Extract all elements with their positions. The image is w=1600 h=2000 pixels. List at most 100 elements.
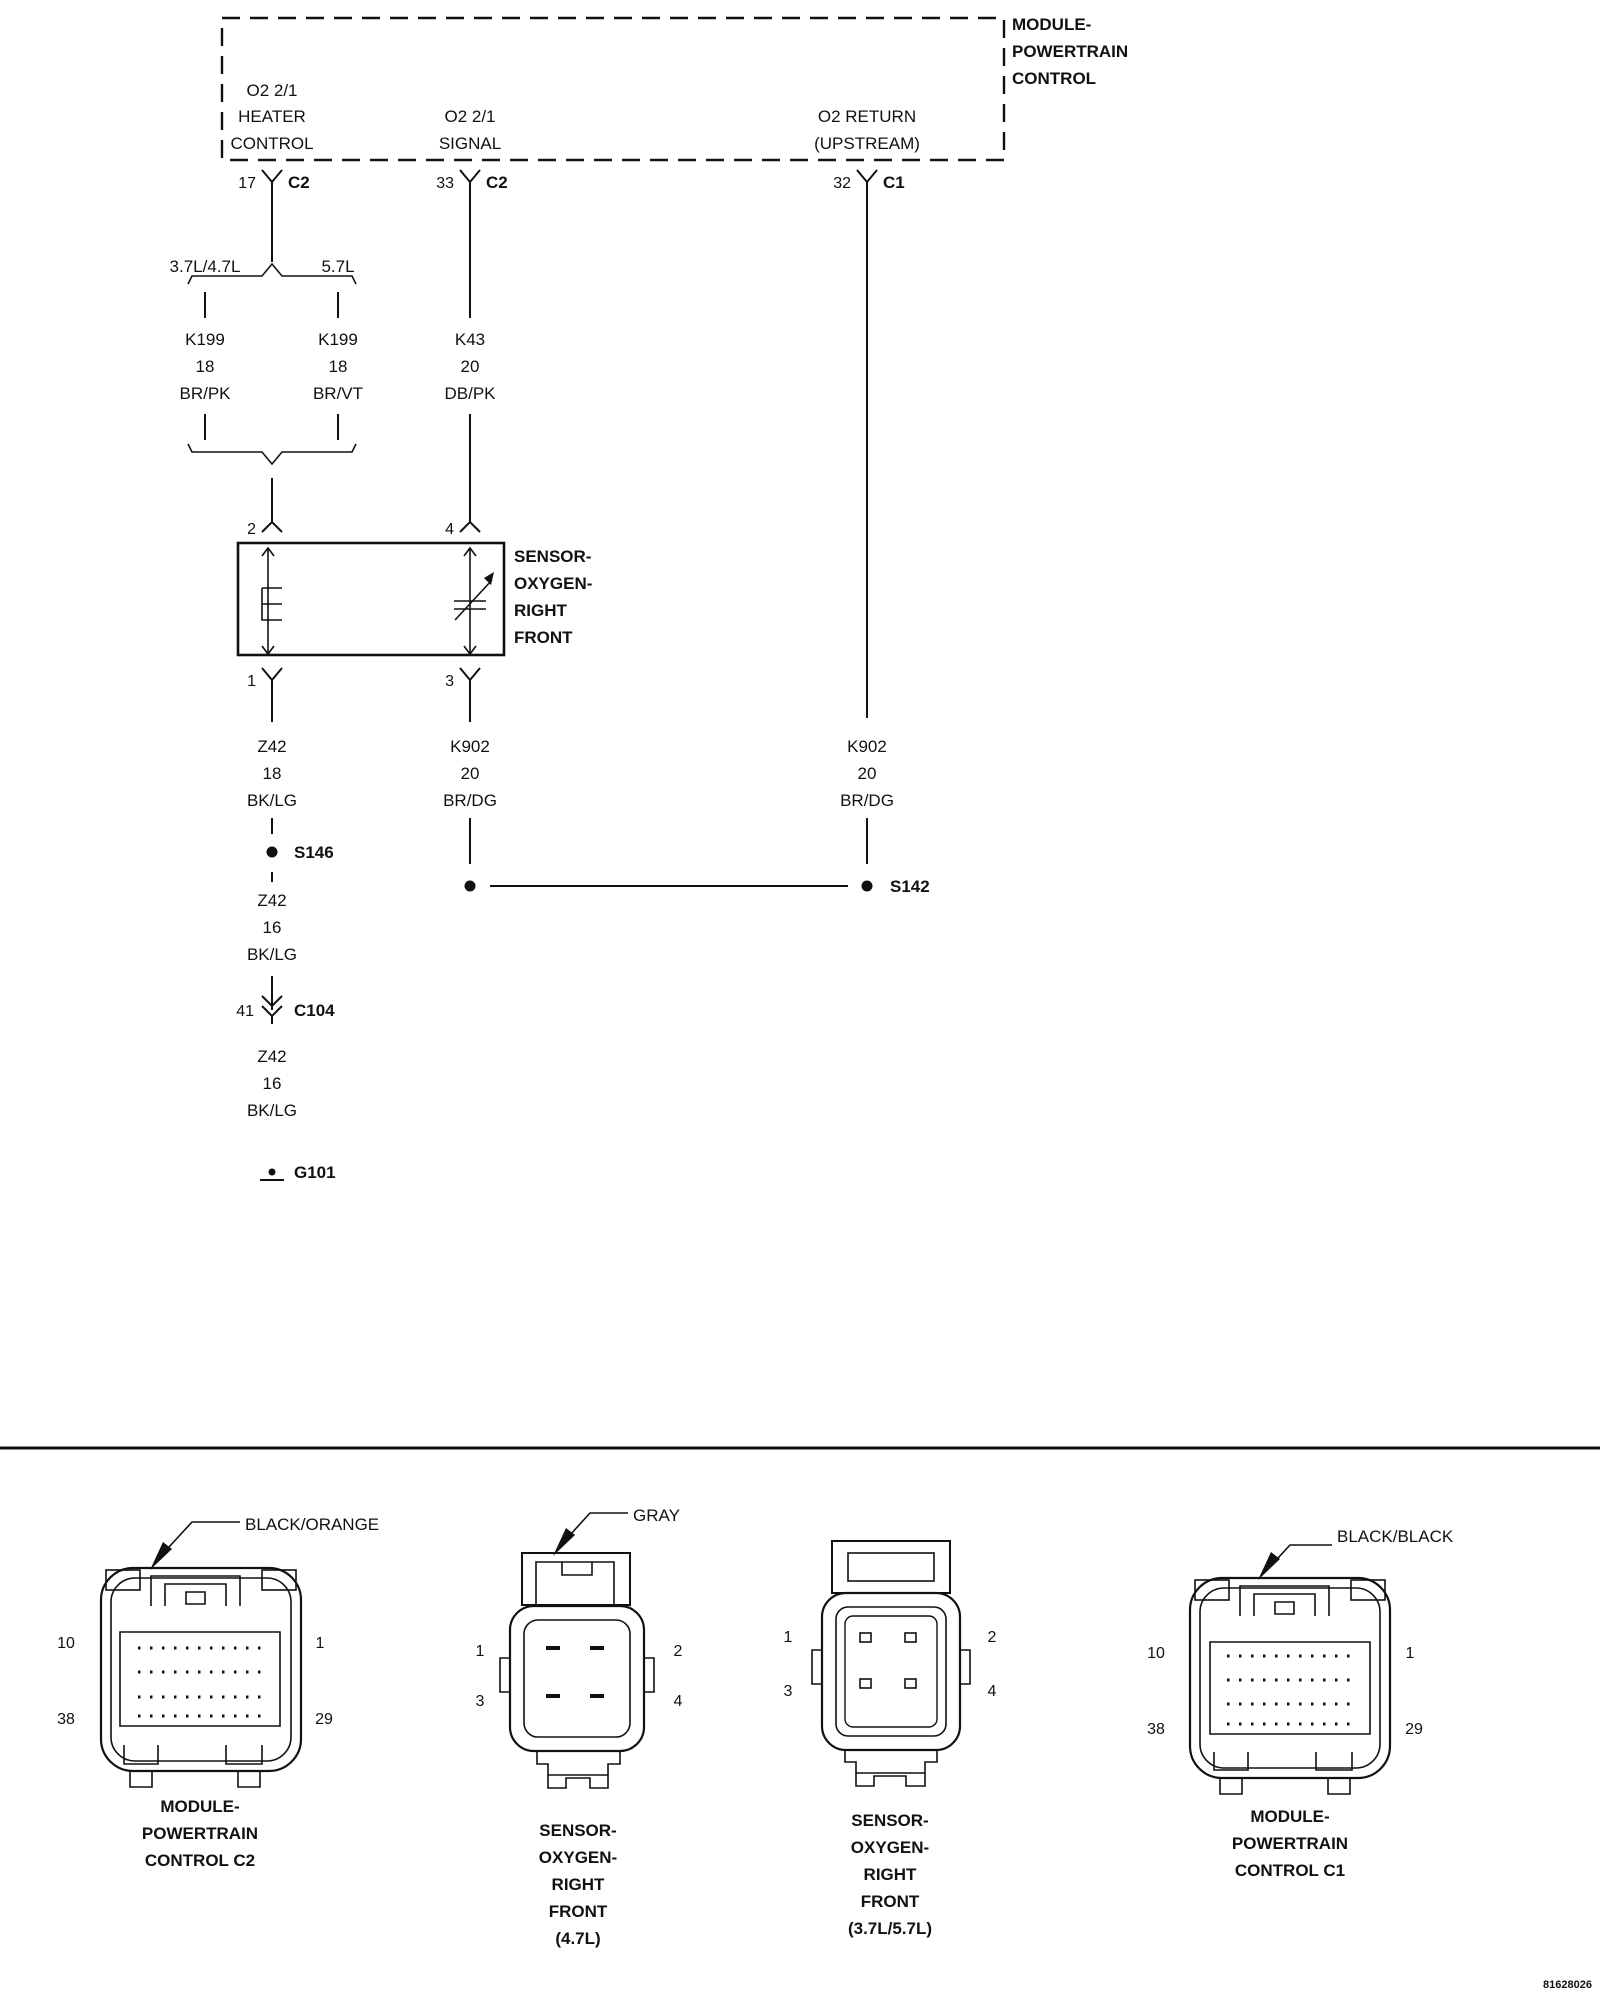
wire-label-z42-18: Z42 18 BK/LG bbox=[247, 737, 297, 810]
connector-name-3: CONTROL C2 bbox=[145, 1851, 255, 1870]
pin-label: 4 bbox=[674, 1693, 683, 1710]
pin-number: 2 bbox=[247, 521, 256, 538]
color: BR/PK bbox=[179, 384, 231, 403]
connector-name-1: MODULE- bbox=[160, 1797, 239, 1816]
splice-s146: S146 bbox=[266, 843, 334, 862]
pcm-pin-33: 33 C2 bbox=[436, 169, 508, 318]
pin-label: 1 bbox=[316, 1635, 325, 1652]
connector-name-4: FRONT bbox=[861, 1892, 920, 1911]
sensor-label-1: SENSOR- bbox=[514, 547, 591, 566]
pin-label: 3 bbox=[476, 1693, 485, 1710]
pin-label: 1 bbox=[476, 1643, 485, 1660]
sensor-label-3: RIGHT bbox=[514, 601, 568, 620]
module-title-line2: POWERTRAIN bbox=[1012, 42, 1128, 61]
gauge: 16 bbox=[263, 1074, 282, 1093]
pin-label: 2 bbox=[988, 1629, 997, 1646]
connector-name-1: MODULE- bbox=[1250, 1807, 1329, 1826]
pin-label: 1 bbox=[784, 1629, 793, 1646]
gauge: 20 bbox=[858, 764, 877, 783]
wire-label-z42-16-b: Z42 16 BK/LG bbox=[247, 1047, 297, 1120]
pin-label: 1 bbox=[1406, 1645, 1415, 1662]
oxygen-sensor-right-front: 2 4 SENSOR- OXYGEN- RIGHT FRONT 1 bbox=[236, 520, 592, 722]
variable-resistor-icon bbox=[454, 546, 494, 656]
connector-name-5: (4.7L) bbox=[555, 1929, 600, 1948]
module-powertrain-control: MODULE- POWERTRAIN CONTROL O2 2/1 HEATER… bbox=[220, 15, 1128, 162]
variant-split-top: 3.7L/4.7L 5.7L bbox=[170, 257, 357, 318]
pin-label: 38 bbox=[1147, 1721, 1165, 1738]
pcm-pin-32: 32 C1 bbox=[833, 169, 905, 718]
splice-label: S142 bbox=[890, 877, 930, 896]
circuit: Z42 bbox=[257, 1047, 286, 1066]
wire-label-k199-right: K199 18 BR/VT bbox=[313, 330, 363, 403]
connector-name-3: RIGHT bbox=[552, 1875, 606, 1894]
signal-label-1: O2 2/1 bbox=[444, 107, 495, 126]
circuit: Z42 bbox=[257, 891, 286, 910]
ground-label: G101 bbox=[294, 1163, 336, 1182]
ground-g101: G101 bbox=[260, 1163, 336, 1182]
pin-label: 10 bbox=[57, 1635, 75, 1652]
circuit: K902 bbox=[450, 737, 490, 756]
pin-grid-icon bbox=[1227, 1654, 1357, 1726]
return-label-2: (UPSTREAM) bbox=[814, 134, 920, 153]
circuit: Z42 bbox=[257, 737, 286, 756]
pin-label: 38 bbox=[57, 1711, 75, 1728]
connector-color-label: BLACK/ORANGE bbox=[245, 1515, 379, 1534]
gauge: 18 bbox=[329, 357, 348, 376]
color: BR/DG bbox=[443, 791, 497, 810]
sensor-pin-4: 4 bbox=[445, 520, 481, 538]
pin-number: 3 bbox=[445, 673, 454, 690]
connector-name-5: (3.7L/5.7L) bbox=[848, 1919, 932, 1938]
sensor-label-2: OXYGEN- bbox=[514, 574, 592, 593]
return-label-1: O2 RETURN bbox=[818, 107, 916, 126]
variant-left-label: 3.7L/4.7L bbox=[170, 257, 241, 276]
color: BK/LG bbox=[247, 791, 297, 810]
connector-name-1: SENSOR- bbox=[539, 1821, 616, 1840]
connector-color-label: GRAY bbox=[633, 1506, 680, 1525]
sensor-body bbox=[236, 541, 506, 657]
connector-view-o2-sensor-3-7l-5-7l: 1 2 3 4 SENSOR- OXYGEN- RIGHT FRONT (3.7… bbox=[784, 1540, 997, 1938]
pin-grid-icon bbox=[138, 1646, 268, 1718]
circuit: K43 bbox=[455, 330, 485, 349]
connector-name-4: FRONT bbox=[549, 1902, 608, 1921]
sensor-pin-2: 2 bbox=[247, 520, 283, 538]
wire-label-k902-sensor: K902 20 BR/DG bbox=[443, 737, 497, 810]
splice-s142: S142 bbox=[464, 877, 930, 896]
pin-number: 32 bbox=[833, 175, 851, 192]
color: BR/VT bbox=[313, 384, 363, 403]
pin-label: 2 bbox=[674, 1643, 683, 1660]
connector-name-2: OXYGEN- bbox=[851, 1838, 929, 1857]
module-title-line3: CONTROL bbox=[1012, 69, 1096, 88]
variant-right-label: 5.7L bbox=[321, 257, 354, 276]
heater-label-2: HEATER bbox=[238, 107, 306, 126]
connector-label: C104 bbox=[294, 1001, 335, 1020]
gauge: 20 bbox=[461, 764, 480, 783]
heater-label-1: O2 2/1 bbox=[246, 81, 297, 100]
pin-number: 4 bbox=[445, 521, 454, 538]
connector-label: C2 bbox=[486, 173, 508, 192]
pin-label: 29 bbox=[315, 1711, 333, 1728]
color: BK/LG bbox=[247, 1101, 297, 1120]
connector-color-label: BLACK/BLACK bbox=[1337, 1527, 1454, 1546]
pin-number: 33 bbox=[436, 175, 454, 192]
heater-element-icon bbox=[261, 546, 282, 656]
connector-view-o2-sensor-4-7l: GRAY 1 2 3 4 SENSOR- OXYGEN- RIGHT FRONT… bbox=[476, 1506, 683, 1948]
gauge: 16 bbox=[263, 918, 282, 937]
connector-name-3: RIGHT bbox=[864, 1865, 918, 1884]
pin-number: 41 bbox=[236, 1003, 254, 1020]
connector-name-2: POWERTRAIN bbox=[1232, 1834, 1348, 1853]
wire-label-k199-left: K199 18 BR/PK bbox=[179, 330, 231, 403]
circuit: K199 bbox=[185, 330, 225, 349]
wire-label-k43: K43 20 DB/PK bbox=[444, 330, 496, 403]
wire-label-k902-pcm: K902 20 BR/DG bbox=[840, 737, 894, 810]
heater-label-3: CONTROL bbox=[230, 134, 313, 153]
inline-connector-c104: 41 C104 bbox=[236, 976, 335, 1024]
gauge: 18 bbox=[196, 357, 215, 376]
color: DB/PK bbox=[444, 384, 496, 403]
figure-id: 81628026 bbox=[1543, 1979, 1592, 1991]
pcm-pin-17: 17 C2 bbox=[238, 169, 310, 262]
circuit: K902 bbox=[847, 737, 887, 756]
signal-label-2: SIGNAL bbox=[439, 134, 501, 153]
splice-label: S146 bbox=[294, 843, 334, 862]
connector-name-2: POWERTRAIN bbox=[142, 1824, 258, 1843]
